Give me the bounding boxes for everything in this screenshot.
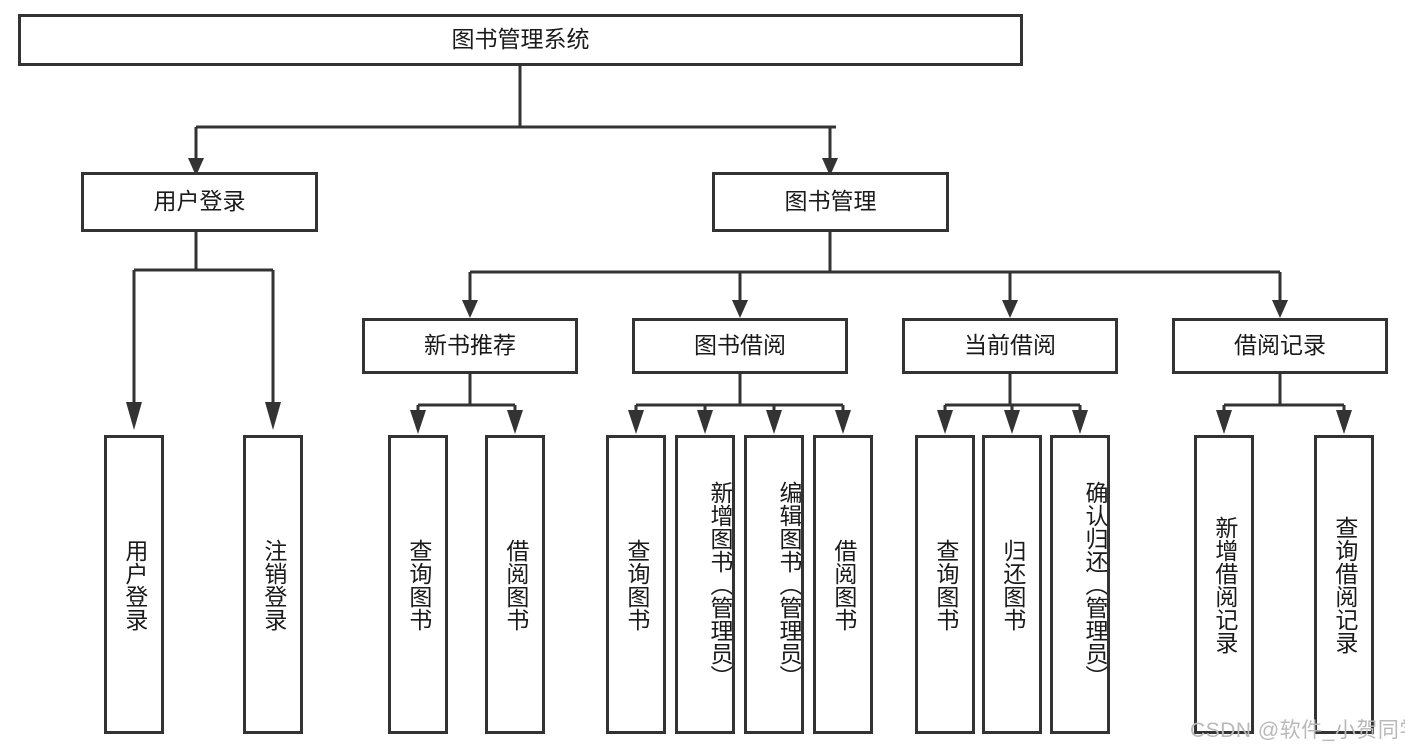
node-leaf-add-book-label: 新增图书（管理员） — [707, 481, 732, 688]
node-current-borrow-label: 当前借阅 — [964, 332, 1056, 359]
node-book-manage-label: 图书管理 — [784, 188, 877, 215]
node-leaf-query-book-1-label: 查询图书 — [405, 538, 432, 631]
node-leaf-logout-login[interactable]: 注销登录 — [243, 435, 303, 734]
arrow-bb-l3 — [766, 410, 782, 434]
node-leaf-query-record[interactable]: 查询借阅记录 — [1314, 435, 1374, 734]
arrow-newbook-l2 — [507, 410, 523, 434]
node-leaf-query-book-1[interactable]: 查询图书 — [388, 435, 448, 734]
arrow-bb-l2 — [697, 410, 713, 434]
arrow-bm-borrowrecord — [1272, 300, 1288, 318]
node-user-login-label: 用户登录 — [153, 188, 246, 215]
node-user-login[interactable]: 用户登录 — [81, 172, 318, 232]
arrow-bm-currentborrow — [1002, 300, 1018, 318]
arrow-userlogin-l1 — [126, 402, 142, 430]
node-leaf-query-book-2[interactable]: 查询图书 — [606, 435, 666, 734]
node-new-book-rec[interactable]: 新书推荐 — [362, 318, 578, 374]
node-borrow-record-label: 借阅记录 — [1234, 332, 1326, 359]
node-leaf-borrow-book-2[interactable]: 借阅图书 — [813, 435, 873, 734]
node-new-book-rec-label: 新书推荐 — [424, 332, 516, 359]
arrow-bm-newbook — [462, 300, 478, 318]
node-leaf-add-book[interactable]: 新增图书（管理员） — [675, 435, 735, 734]
node-book-borrow-label: 图书借阅 — [694, 332, 786, 359]
node-leaf-edit-book-label: 编辑图书（管理员） — [776, 481, 801, 688]
arrow-bm-bookborrow — [732, 300, 748, 318]
node-leaf-borrow-book-1-label: 借阅图书 — [502, 538, 529, 631]
node-leaf-add-record-label: 新增借阅记录 — [1211, 515, 1238, 654]
node-leaf-return-book[interactable]: 归还图书 — [982, 435, 1042, 734]
node-leaf-edit-book[interactable]: 编辑图书（管理员） — [744, 435, 804, 734]
node-leaf-query-book-3-label: 查询图书 — [932, 538, 959, 631]
arrow-newbook-l1 — [410, 410, 426, 434]
arrow-cb-l1 — [937, 410, 953, 434]
node-leaf-borrow-book-1[interactable]: 借阅图书 — [485, 435, 545, 734]
node-leaf-user-login[interactable]: 用户登录 — [104, 435, 164, 734]
node-leaf-query-book-2-label: 查询图书 — [623, 538, 650, 631]
node-root-book-management-system[interactable]: 图书管理系统 — [18, 14, 1023, 66]
node-leaf-logout-login-label: 注销登录 — [260, 538, 287, 631]
node-leaf-borrow-book-2-label: 借阅图书 — [830, 538, 857, 631]
node-leaf-add-record[interactable]: 新增借阅记录 — [1194, 435, 1254, 734]
arrow-userlogin-l2 — [265, 402, 281, 430]
node-leaf-query-book-3[interactable]: 查询图书 — [915, 435, 975, 734]
arrow-cb-l3 — [1072, 410, 1088, 434]
node-leaf-query-record-label: 查询借阅记录 — [1331, 515, 1358, 654]
arrow-bb-l1 — [628, 410, 644, 434]
arrow-cb-l2 — [1004, 410, 1020, 434]
csdn-watermark: CSDN @软件_小贺同学 — [1190, 719, 1405, 742]
arrow-bb-l4 — [835, 410, 851, 434]
node-leaf-return-book-label: 归还图书 — [999, 538, 1026, 631]
arrow-br-l1 — [1216, 410, 1232, 434]
node-leaf-confirm-return[interactable]: 确认归还（管理员） — [1050, 435, 1110, 734]
node-borrow-record[interactable]: 借阅记录 — [1172, 318, 1388, 374]
node-current-borrow[interactable]: 当前借阅 — [902, 318, 1118, 374]
node-leaf-confirm-return-label: 确认归还（管理员） — [1082, 481, 1107, 688]
arrow-br-l2 — [1336, 410, 1352, 434]
node-book-manage[interactable]: 图书管理 — [712, 172, 949, 232]
node-book-borrow[interactable]: 图书借阅 — [632, 318, 848, 374]
node-leaf-user-login-label: 用户登录 — [121, 538, 148, 631]
node-root-label: 图书管理系统 — [451, 26, 590, 53]
